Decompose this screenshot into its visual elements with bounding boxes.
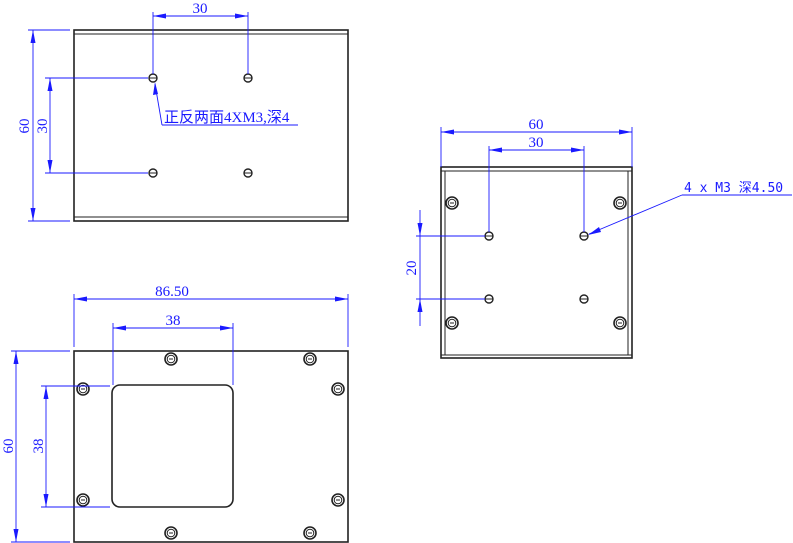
side-view: 30 60 30 正反两面4XM3,深4 [17, 1, 349, 222]
screw-icon [164, 352, 178, 366]
mounting-hole [579, 231, 589, 241]
dimension-text: 38 [31, 439, 47, 454]
dimension-window-height-38: 38 [31, 385, 110, 508]
side-body-outline [73, 29, 349, 222]
thread-note: 正反两面4XM3,深4 [164, 109, 290, 126]
screw-icon [76, 493, 90, 507]
mounting-hole [484, 231, 494, 241]
dimension-top-30: 30 [152, 1, 249, 74]
thread-note-leader: 4 x M3 深4.50 [588, 181, 792, 235]
dimension-text: 20 [404, 261, 420, 276]
front-body-outline [73, 350, 349, 543]
screw-icon [445, 196, 459, 210]
screw-icon [76, 382, 90, 396]
dimension-width-60: 60 [440, 117, 633, 167]
mounting-hole [148, 168, 158, 178]
dimension-text: 60 [1, 439, 17, 454]
mounting-hole [579, 294, 589, 304]
thread-note-leader: 正反两面4XM3,深4 [153, 82, 298, 126]
screw-icon [331, 493, 345, 507]
screw-icon [164, 526, 178, 540]
mounting-hole [484, 294, 494, 304]
screw-icon [303, 352, 317, 366]
dimension-hole-spacing-30: 30 [488, 135, 585, 232]
dimension-text: 30 [529, 135, 544, 151]
dimension-text: 38 [166, 313, 181, 329]
screw-icon [613, 196, 627, 210]
dimension-text: 60 [17, 119, 33, 134]
front-view: 86.50 38 60 38 [1, 284, 349, 543]
mounting-hole [243, 168, 253, 178]
end-body-outline [440, 166, 633, 359]
dimension-width-86-50: 86.50 [73, 284, 349, 347]
dimension-height-60: 60 [1, 350, 70, 543]
screw-icon [445, 316, 459, 330]
dimension-height-60: 60 [17, 29, 70, 222]
dimension-text: 60 [529, 117, 544, 133]
mounting-hole [243, 73, 253, 83]
screw-icon [331, 382, 345, 396]
dimension-text: 30 [193, 1, 208, 17]
dimension-text: 86.50 [155, 284, 189, 300]
dimension-window-width-38: 38 [112, 313, 234, 385]
dimension-text: 30 [35, 119, 51, 134]
mounting-hole [148, 73, 158, 83]
dimension-hole-spacing-30: 30 [35, 77, 148, 174]
end-view: 60 30 20 4 x M3 深4.50 [404, 117, 792, 359]
screw-icon [303, 526, 317, 540]
thread-note: 4 x M3 深4.50 [684, 181, 783, 196]
screw-icon [613, 316, 627, 330]
window-cutout [111, 384, 234, 508]
dimension-vertical-20: 20 [404, 210, 485, 326]
